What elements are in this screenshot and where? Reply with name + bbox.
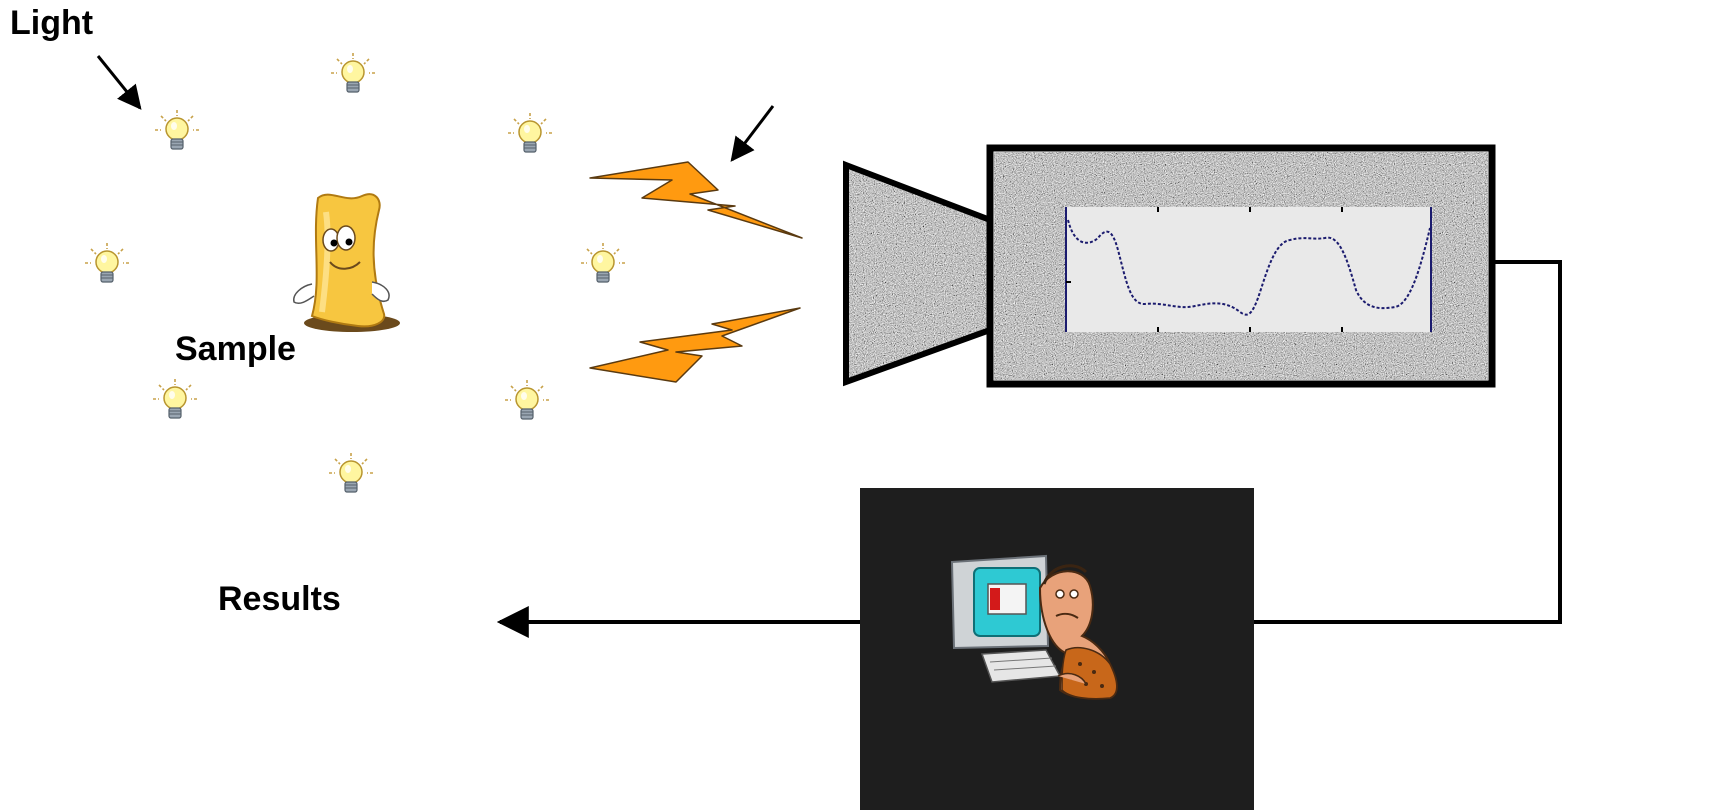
camera-lens-horn <box>846 160 992 386</box>
light-bulb-icon <box>85 243 129 282</box>
lightning-bolt-icon <box>590 308 800 382</box>
light-bulb-icon <box>505 380 549 419</box>
light-bulb-icon <box>508 113 552 152</box>
light-bulb-icon <box>581 243 625 282</box>
cartoon-sample-character <box>294 194 400 332</box>
computer-analysis-box <box>860 488 1254 810</box>
light-label: Light <box>10 4 93 43</box>
lightning-bolt-icon <box>590 162 802 238</box>
light-pointer-arrow <box>98 56 140 108</box>
results-label: Results <box>218 580 341 619</box>
light-bulb-icon <box>329 453 373 492</box>
signal-plot-panel <box>1066 207 1432 332</box>
light-bulb-icon <box>155 110 199 149</box>
sample-label: Sample <box>175 330 296 369</box>
light-bulb-icon <box>331 53 375 92</box>
signal-pointer-arrow <box>732 106 773 160</box>
light-bulb-icon <box>153 379 197 418</box>
